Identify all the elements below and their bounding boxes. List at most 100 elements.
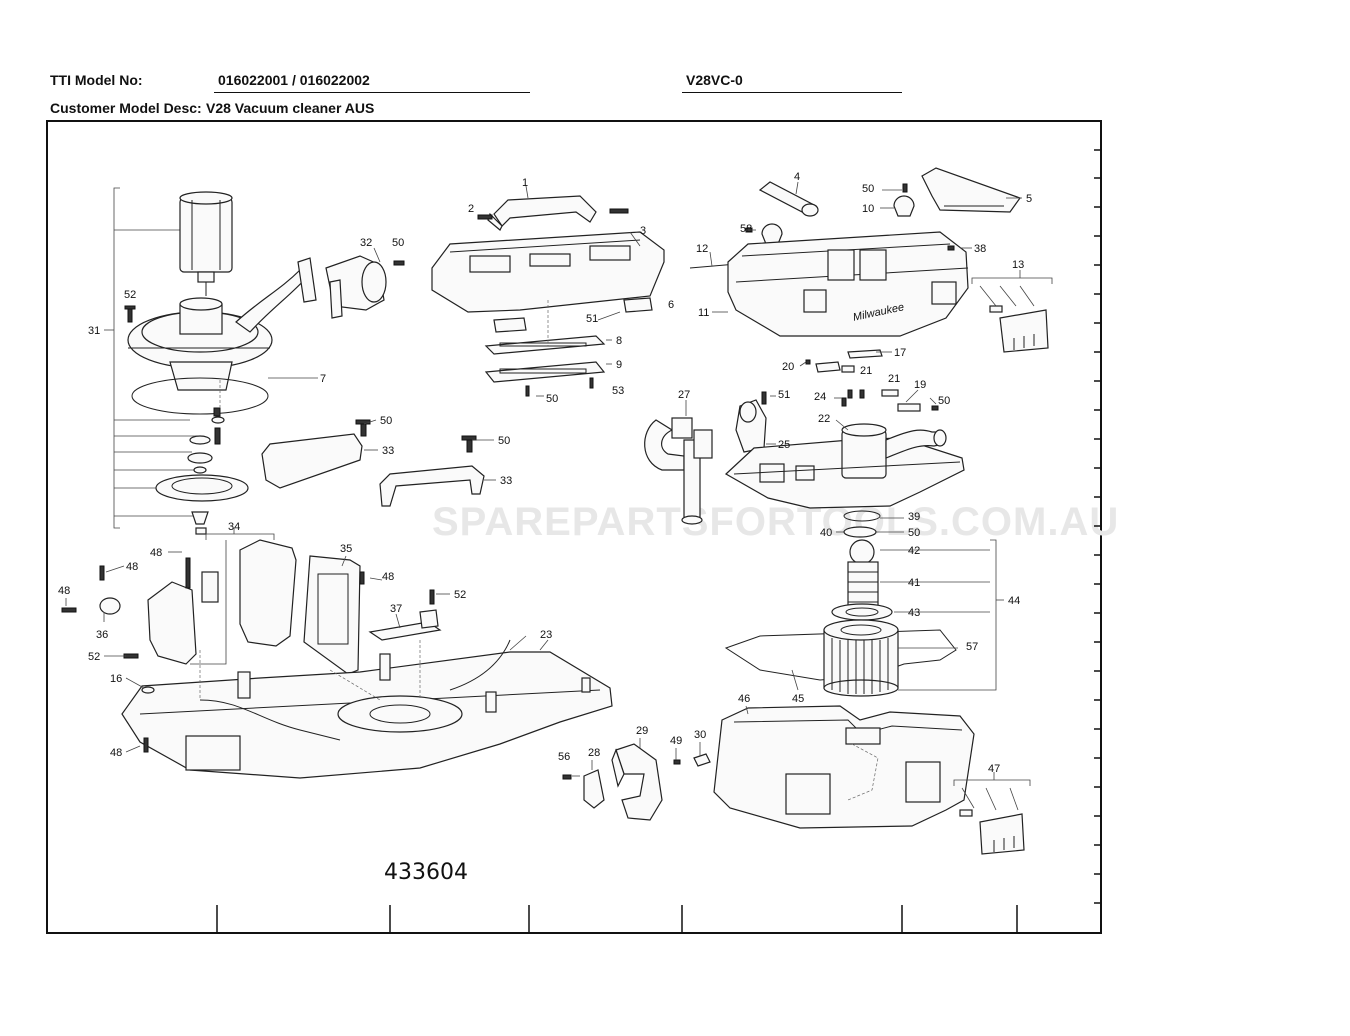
callout-48b: 48 <box>126 561 138 573</box>
callout-40: 40 <box>820 527 832 539</box>
callout-50a: 50 <box>392 237 404 249</box>
callout-48a: 48 <box>150 547 162 559</box>
callout-4: 4 <box>794 171 800 183</box>
bracket-29-part <box>611 743 663 821</box>
pin-2b <box>609 208 629 214</box>
elbow-25-part <box>735 399 767 453</box>
callout-labels: 1 2 3 4 5 6 7 8 9 10 11 12 13 16 17 19 2… <box>58 171 1032 775</box>
callout-45: 45 <box>792 693 804 705</box>
customer-desc-label: Customer Model Desc: <box>50 100 202 116</box>
callout-33b: 33 <box>500 475 512 487</box>
callout-48d: 48 <box>382 571 394 583</box>
callout-16: 16 <box>110 673 122 685</box>
callout-23: 23 <box>540 629 552 641</box>
callout-49: 49 <box>670 735 682 747</box>
callout-50c: 50 <box>380 415 392 427</box>
callout-42: 42 <box>908 545 920 557</box>
screw-38 <box>947 245 955 251</box>
callout-6: 6 <box>668 299 674 311</box>
clip-28-part <box>562 769 605 809</box>
model-code-underline <box>682 92 902 93</box>
callout-47: 47 <box>988 763 1000 775</box>
callout-9: 9 <box>616 359 622 371</box>
screw-52-left <box>124 305 136 323</box>
callout-31: 31 <box>88 325 100 337</box>
panel-35-part <box>303 555 365 675</box>
diagram-frame <box>46 120 1102 934</box>
watermark: SPAREPARTSFORTOOLS.COM.AU <box>432 500 1120 544</box>
callout-36: 36 <box>96 629 108 641</box>
model-no-underline <box>214 92 530 93</box>
callout-10: 10 <box>862 203 874 215</box>
callout-51a: 51 <box>586 313 598 325</box>
callout-17: 17 <box>894 347 906 359</box>
customer-desc-value: V28 Vacuum cleaner AUS <box>206 100 375 116</box>
model-no-value: 016022001 / 016022002 <box>218 72 370 88</box>
gasket-17-part <box>847 349 883 359</box>
callout-33a: 33 <box>382 445 394 457</box>
dust-tank-46-part <box>713 705 975 829</box>
callout-leaders <box>65 181 1022 777</box>
filter-stack-parts <box>831 510 893 621</box>
upper-housing-part: Milwaukee <box>727 231 969 337</box>
screw-24 <box>841 397 847 407</box>
callout-34: 34 <box>228 521 240 533</box>
callout-57: 57 <box>966 641 978 653</box>
handle-part <box>487 195 597 231</box>
callout-44: 44 <box>1008 595 1020 607</box>
hose-connector-part <box>325 255 405 319</box>
lower-housing-22-part <box>724 423 965 509</box>
filter-frame-parts <box>484 335 606 397</box>
callout-32: 32 <box>360 237 372 249</box>
callout-7: 7 <box>320 373 326 385</box>
crevice-tool-part <box>758 181 819 217</box>
model-no-label: TTI Model No: <box>50 72 143 88</box>
callout-50e: 50 <box>546 393 558 405</box>
callout-1: 1 <box>522 177 528 189</box>
callout-50g: 50 <box>908 527 920 539</box>
callout-27: 27 <box>678 389 690 401</box>
plate-37-part <box>368 589 442 641</box>
callout-29: 29 <box>636 725 648 737</box>
motor-assembly-bracket <box>104 187 200 529</box>
callout-37: 37 <box>390 603 402 615</box>
cartridge-filter-57-part <box>823 619 899 697</box>
callout-46: 46 <box>738 693 750 705</box>
latch-30 <box>693 753 711 767</box>
callout-58: 58 <box>740 223 752 235</box>
callout-53: 53 <box>612 385 624 397</box>
callout-50d: 50 <box>498 435 510 447</box>
callout-12: 12 <box>696 243 708 255</box>
base-23-part <box>121 639 613 779</box>
callout-43: 43 <box>908 607 920 619</box>
callout-38: 38 <box>974 243 986 255</box>
callout-19: 19 <box>914 379 926 391</box>
latch-parts <box>493 297 653 333</box>
model-code: V28VC-0 <box>686 72 743 88</box>
callout-5: 5 <box>1026 193 1032 205</box>
wide-nozzle-part <box>921 167 1021 213</box>
callout-48c: 48 <box>58 585 70 597</box>
document-number: 433604 <box>384 860 468 885</box>
callout-8: 8 <box>616 335 622 347</box>
carry-handle-33a-part <box>261 419 371 489</box>
pin-2 <box>477 214 493 220</box>
fan-housing-part <box>127 257 317 391</box>
frame-ticks <box>216 149 1102 934</box>
callout-41: 41 <box>908 577 920 589</box>
latch-13-parts <box>971 270 1053 353</box>
latch-47-parts <box>953 772 1031 855</box>
callout-21a: 21 <box>860 365 872 377</box>
callout-28: 28 <box>588 747 600 759</box>
top-cover-part <box>431 231 665 313</box>
switch-housing-36-part <box>61 557 197 665</box>
impeller-stack-parts <box>155 407 249 535</box>
callout-2: 2 <box>468 203 474 215</box>
callout-39: 39 <box>908 511 920 523</box>
callout-35: 35 <box>340 543 352 555</box>
callout-3: 3 <box>640 225 646 237</box>
callout-52c: 52 <box>88 651 100 663</box>
callout-52a: 52 <box>124 289 136 301</box>
callout-50b: 50 <box>862 183 874 195</box>
